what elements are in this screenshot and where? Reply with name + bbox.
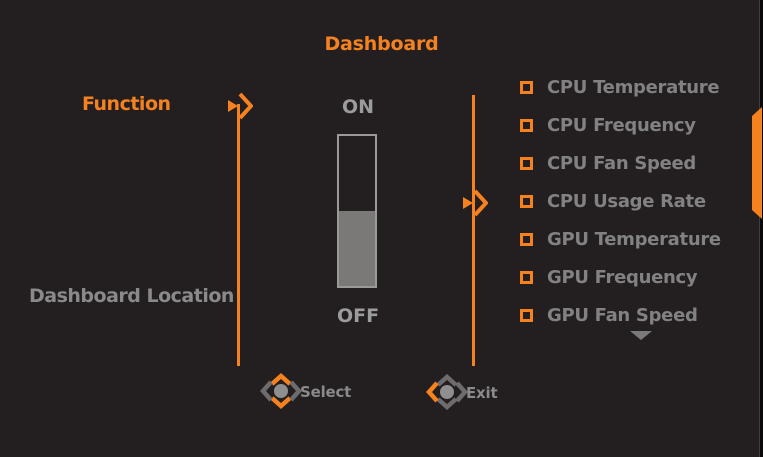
checkbox-icon[interactable] bbox=[520, 118, 533, 132]
toggle-off-label: OFF bbox=[336, 305, 380, 327]
dashboard-option-row[interactable]: CPU Frequency bbox=[520, 106, 721, 144]
option-label: CPU Fan Speed bbox=[547, 152, 697, 174]
sidebar-item-function[interactable]: Function bbox=[82, 93, 171, 115]
checkbox-icon[interactable] bbox=[520, 156, 533, 170]
submenu-divider bbox=[237, 104, 240, 366]
checkbox-icon[interactable] bbox=[520, 194, 533, 208]
dashboard-option-row[interactable]: CPU Fan Speed bbox=[520, 144, 721, 182]
scroll-rail-edge bbox=[759, 0, 760, 457]
option-label: GPU Fan Speed bbox=[547, 304, 698, 326]
sidebar-item-dashboard-location[interactable]: Dashboard Location bbox=[29, 285, 234, 307]
option-label: CPU Usage Rate bbox=[547, 190, 706, 212]
joystick-select-icon bbox=[259, 372, 303, 410]
option-label: GPU Frequency bbox=[547, 266, 698, 288]
dashboard-option-row[interactable]: GPU Temperature bbox=[520, 220, 721, 258]
dashboard-options-list: CPU Temperature CPU Frequency CPU Fan Sp… bbox=[520, 68, 721, 334]
checkbox-icon[interactable] bbox=[520, 232, 533, 246]
scroll-down-indicator-icon[interactable] bbox=[630, 331, 652, 340]
page-position-indicator bbox=[752, 107, 762, 219]
dashboard-option-row[interactable]: GPU Fan Speed bbox=[520, 296, 721, 334]
submenu-arrow-icon bbox=[463, 189, 488, 217]
checkbox-icon[interactable] bbox=[520, 270, 533, 284]
checkbox-icon[interactable] bbox=[520, 80, 533, 94]
joystick-exit-icon bbox=[425, 373, 469, 411]
exit-hint-label: Exit bbox=[466, 384, 498, 402]
select-hint-label: Select bbox=[300, 383, 352, 401]
page-title: Dashboard bbox=[324, 33, 439, 55]
option-label: GPU Temperature bbox=[547, 228, 721, 250]
option-label: CPU Frequency bbox=[547, 114, 696, 136]
dashboard-option-row[interactable]: GPU Frequency bbox=[520, 258, 721, 296]
function-toggle-slider[interactable] bbox=[337, 134, 377, 288]
dashboard-option-row[interactable]: CPU Temperature bbox=[520, 68, 721, 106]
slider-fill bbox=[339, 211, 375, 286]
dashboard-option-row[interactable]: CPU Usage Rate bbox=[520, 182, 721, 220]
submenu-arrow-icon bbox=[228, 92, 253, 120]
scroll-rail bbox=[760, 0, 763, 457]
checkbox-icon[interactable] bbox=[520, 308, 533, 322]
toggle-on-label: ON bbox=[341, 96, 375, 118]
submenu-divider bbox=[472, 95, 475, 366]
option-label: CPU Temperature bbox=[547, 76, 720, 98]
